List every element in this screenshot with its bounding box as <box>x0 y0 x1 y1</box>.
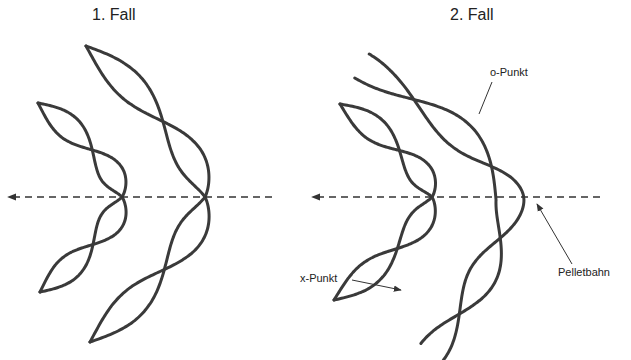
helix-strand <box>369 54 524 360</box>
leader-line <box>479 82 492 114</box>
helix-strand <box>86 46 209 342</box>
helix-strands <box>38 46 524 360</box>
helix-strand <box>334 104 435 300</box>
leader-line <box>537 204 572 264</box>
panel-heading: 1. Fall <box>90 6 138 24</box>
pellet-path-arrow <box>312 196 600 198</box>
panel-heading: 2. Fall <box>448 6 496 24</box>
point-label: o-Punkt <box>488 66 530 78</box>
helix-strand <box>86 46 209 342</box>
path-label: Pelletbahn <box>556 266 612 278</box>
pellet-path-arrow <box>8 196 272 198</box>
helix-strand <box>334 104 435 300</box>
point-label: x-Punkt <box>298 272 339 284</box>
leader-line <box>352 280 401 290</box>
